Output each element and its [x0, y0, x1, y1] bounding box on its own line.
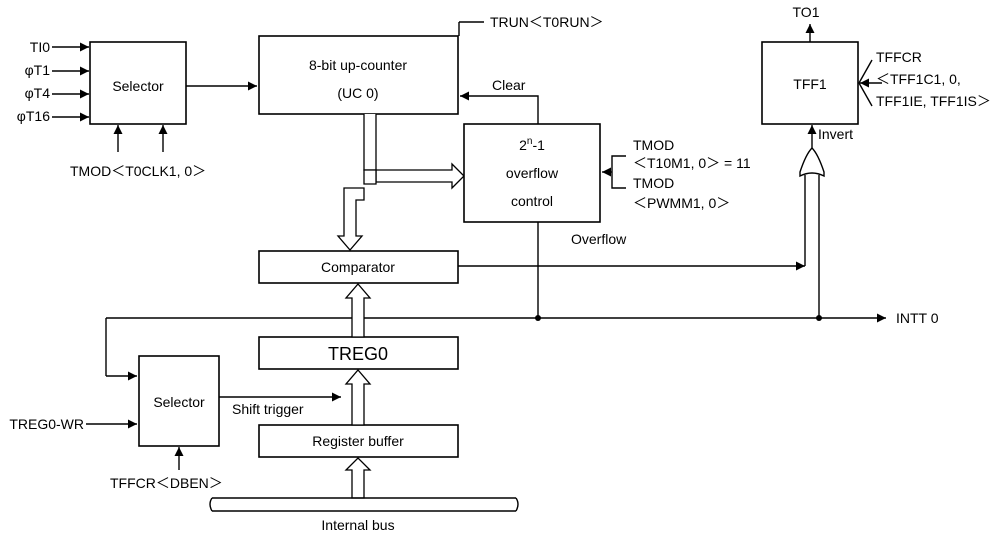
treg0-wr-label: TREG0-WR [9, 416, 84, 432]
tmod-t10m-label-1: TMOD [633, 137, 674, 153]
pwmm-wire [611, 172, 626, 189]
tmod-t0clk-label: TMOD＜T0CLK1, 0＞ [70, 163, 206, 179]
overflow-control-line3: control [511, 193, 553, 209]
to1-label: TO1 [793, 4, 820, 20]
tffcr-label-2: ＜TFF1C1, 0, [876, 71, 961, 87]
junction-dot-2 [816, 315, 822, 321]
comparator: Comparator [258, 250, 459, 284]
or-gate-body [799, 147, 825, 178]
shift-trigger-label: Shift trigger [232, 401, 304, 417]
tff1-label: TFF1 [793, 76, 827, 92]
tffcr-ctrl-line-1 [858, 59, 873, 84]
selector-2-label: Selector [153, 394, 205, 410]
clear-label: Clear [492, 77, 526, 93]
input-ti0-label: TI0 [30, 39, 50, 55]
tffcr-label-3: TFF1IE, TFF1IS＞ [876, 93, 991, 109]
register-buffer: Register buffer [258, 424, 459, 458]
bus-junction [363, 169, 377, 185]
internal-bus-label: Internal bus [321, 517, 394, 533]
overflow-label: Overflow [571, 231, 627, 247]
comparator-box [258, 250, 459, 284]
tffcr-label-1: TFFCR [876, 49, 922, 65]
counter-to-comparator-bus [336, 187, 365, 251]
up-counter-title: 8-bit up-counter [309, 57, 407, 73]
overflow-control-line2: overflow [506, 165, 559, 181]
intt-label: INTT 0 [896, 310, 939, 326]
selector-1-label: Selector [112, 78, 164, 94]
dben-label: TFFCR＜DBEN＞ [110, 475, 223, 491]
counter-to-overflow-bus [363, 114, 465, 190]
input-phi-t4-label: φT4 [25, 85, 51, 101]
tff1: TFF1 [761, 41, 859, 125]
up-counter-subtitle: (UC 0) [337, 85, 378, 101]
buffer-to-treg-bus [344, 369, 372, 426]
register-buffer-box [258, 424, 459, 458]
overflow-control: 2n-1 overflow control [463, 123, 601, 223]
internal-bus-left-cap [209, 497, 213, 512]
selector-1: Selector [89, 41, 187, 125]
input-phi-t1-label: φT1 [25, 62, 51, 78]
trun-label: TRUN＜T0RUN＞ [490, 14, 604, 30]
internal-bus-right-cap [515, 497, 519, 512]
clear-arrow [460, 91, 539, 124]
invert-label: Invert [818, 126, 853, 142]
tmod-t10m-label-2: ＜T10M1, 0＞ = 11 [633, 155, 751, 171]
selector-1-box [89, 41, 187, 125]
tmod-pwmm-label-2: ＜PWMM1, 0＞ [633, 195, 730, 211]
tff1-box [761, 41, 859, 125]
overflow-control-box [463, 123, 601, 223]
junction-dot-1 [535, 315, 541, 321]
bus-to-buffer-arrow [344, 457, 372, 499]
selector-2-box [138, 355, 220, 447]
input-phi-t16-label: φT16 [17, 108, 50, 124]
comparator-label: Comparator [321, 259, 395, 275]
t10m-wire [611, 155, 626, 172]
treg0: TREG0 [258, 336, 459, 370]
tffcr-ctrl-line-3 [858, 82, 873, 107]
register-buffer-label: Register buffer [312, 433, 404, 449]
overflow-control-title: 2n-1 [519, 136, 545, 153]
treg0-box [258, 336, 459, 370]
tmod-pwmm-label-1: TMOD [633, 175, 674, 191]
up-counter-box [258, 35, 459, 115]
up-counter: 8-bit up-counter (UC 0) [258, 35, 459, 115]
treg0-label: TREG0 [328, 344, 388, 364]
selector-2: Selector [138, 355, 220, 447]
treg-to-comparator-bus [344, 283, 372, 338]
